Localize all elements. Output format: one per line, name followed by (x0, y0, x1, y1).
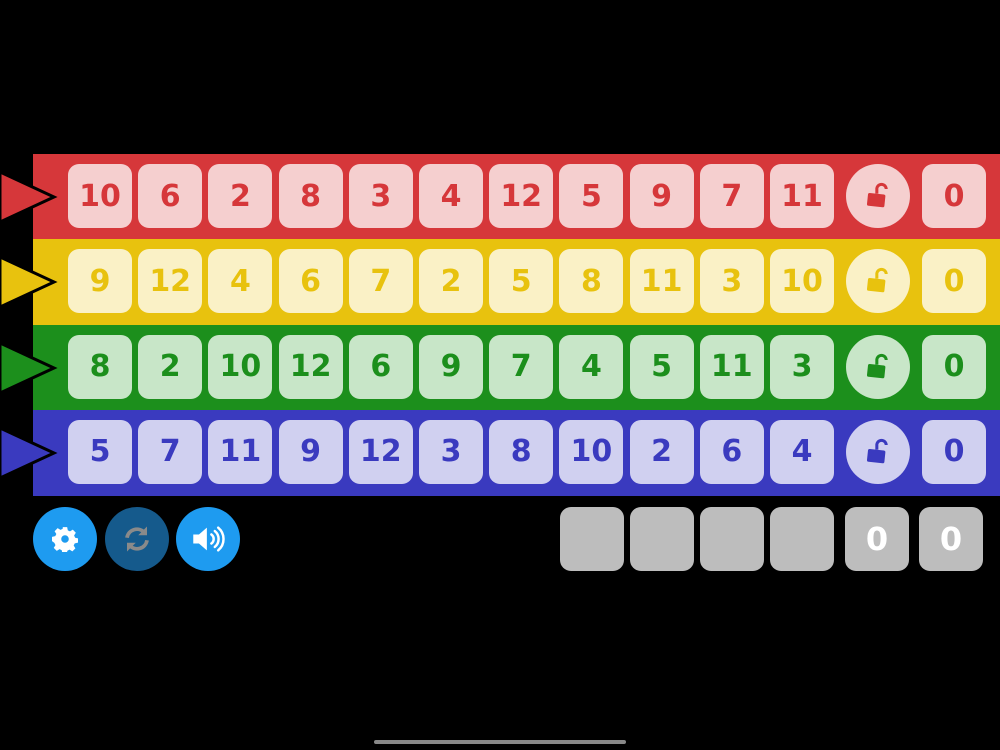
number-cell[interactable]: 5 (489, 249, 554, 314)
row-score: 0 (922, 419, 986, 484)
number-cell[interactable]: 8 (489, 419, 554, 484)
number-cell[interactable]: 2 (138, 334, 203, 399)
row-score: 0 (922, 334, 986, 399)
number-cell[interactable]: 3 (348, 164, 413, 228)
number-cell[interactable]: 4 (559, 334, 624, 399)
number-cell[interactable]: 10 (770, 249, 834, 314)
penalty-box-1[interactable] (560, 507, 624, 571)
number-cell[interactable]: 12 (278, 334, 343, 399)
row-score: 0 (922, 249, 986, 314)
number-cell[interactable]: 2 (629, 419, 694, 484)
row-score: 0 (922, 164, 986, 228)
settings-button[interactable] (33, 507, 97, 571)
unlock-icon (866, 182, 888, 208)
number-cell[interactable]: 3 (419, 419, 483, 484)
number-cell[interactable]: 11 (699, 334, 764, 399)
lock-button[interactable] (846, 334, 910, 399)
unlock-icon (866, 353, 888, 378)
number-cell[interactable]: 10 (208, 334, 273, 399)
number-cell[interactable]: 5 (559, 164, 624, 228)
number-cell[interactable]: 11 (770, 164, 834, 228)
number-cell[interactable]: 8 (559, 249, 624, 314)
number-cell[interactable]: 4 (208, 249, 273, 314)
number-cell[interactable]: 10 (559, 419, 624, 484)
number-cell[interactable]: 11 (208, 419, 273, 484)
number-cell[interactable]: 11 (629, 249, 694, 314)
number-cell[interactable]: 10 (68, 164, 132, 228)
penalty-box-3[interactable] (700, 507, 764, 571)
sound-button[interactable] (176, 507, 240, 571)
number-cell[interactable]: 2 (208, 164, 273, 228)
number-cell[interactable]: 6 (699, 419, 764, 484)
number-cell[interactable]: 12 (348, 419, 413, 484)
number-cell[interactable]: 7 (138, 419, 203, 484)
number-cell[interactable]: 3 (770, 334, 834, 399)
penalty-score: 0 (845, 507, 909, 571)
lock-button[interactable] (846, 249, 910, 314)
number-cell[interactable]: 5 (68, 419, 132, 484)
speaker-icon (193, 526, 225, 552)
number-cell[interactable]: 8 (278, 164, 343, 228)
penalty-box-4[interactable] (770, 507, 834, 571)
number-cell[interactable]: 9 (278, 419, 343, 484)
number-cell[interactable]: 7 (489, 334, 554, 399)
row-arrow-icon (0, 426, 58, 480)
number-cell[interactable]: 9 (419, 334, 483, 399)
number-cell[interactable]: 12 (489, 164, 554, 228)
row-arrow-icon (0, 340, 58, 395)
number-cell[interactable]: 5 (629, 334, 694, 399)
total-score: 0 (919, 507, 983, 571)
number-cell[interactable]: 6 (138, 164, 203, 228)
number-cell[interactable]: 3 (699, 249, 764, 314)
unlock-icon (866, 268, 888, 293)
unlock-icon (866, 438, 888, 464)
number-cell[interactable]: 6 (278, 249, 343, 314)
penalty-box-2[interactable] (630, 507, 694, 571)
number-cell[interactable]: 2 (419, 249, 483, 314)
number-cell[interactable]: 7 (348, 249, 413, 314)
row-arrow-icon (0, 255, 58, 309)
number-cell[interactable]: 7 (699, 164, 764, 228)
number-cell[interactable]: 9 (68, 249, 132, 314)
number-cell[interactable]: 6 (348, 334, 413, 399)
restart-button[interactable] (105, 507, 169, 571)
number-cell[interactable]: 9 (629, 164, 694, 228)
refresh-icon (125, 526, 149, 552)
number-cell[interactable]: 4 (419, 164, 483, 228)
number-cell[interactable]: 8 (68, 334, 132, 399)
row-arrow-icon (0, 170, 58, 224)
lock-button[interactable] (846, 164, 910, 228)
home-indicator[interactable] (374, 740, 626, 744)
lock-button[interactable] (846, 419, 910, 484)
number-cell[interactable]: 12 (138, 249, 203, 314)
gear-icon (52, 527, 78, 552)
number-cell[interactable]: 4 (770, 419, 834, 484)
